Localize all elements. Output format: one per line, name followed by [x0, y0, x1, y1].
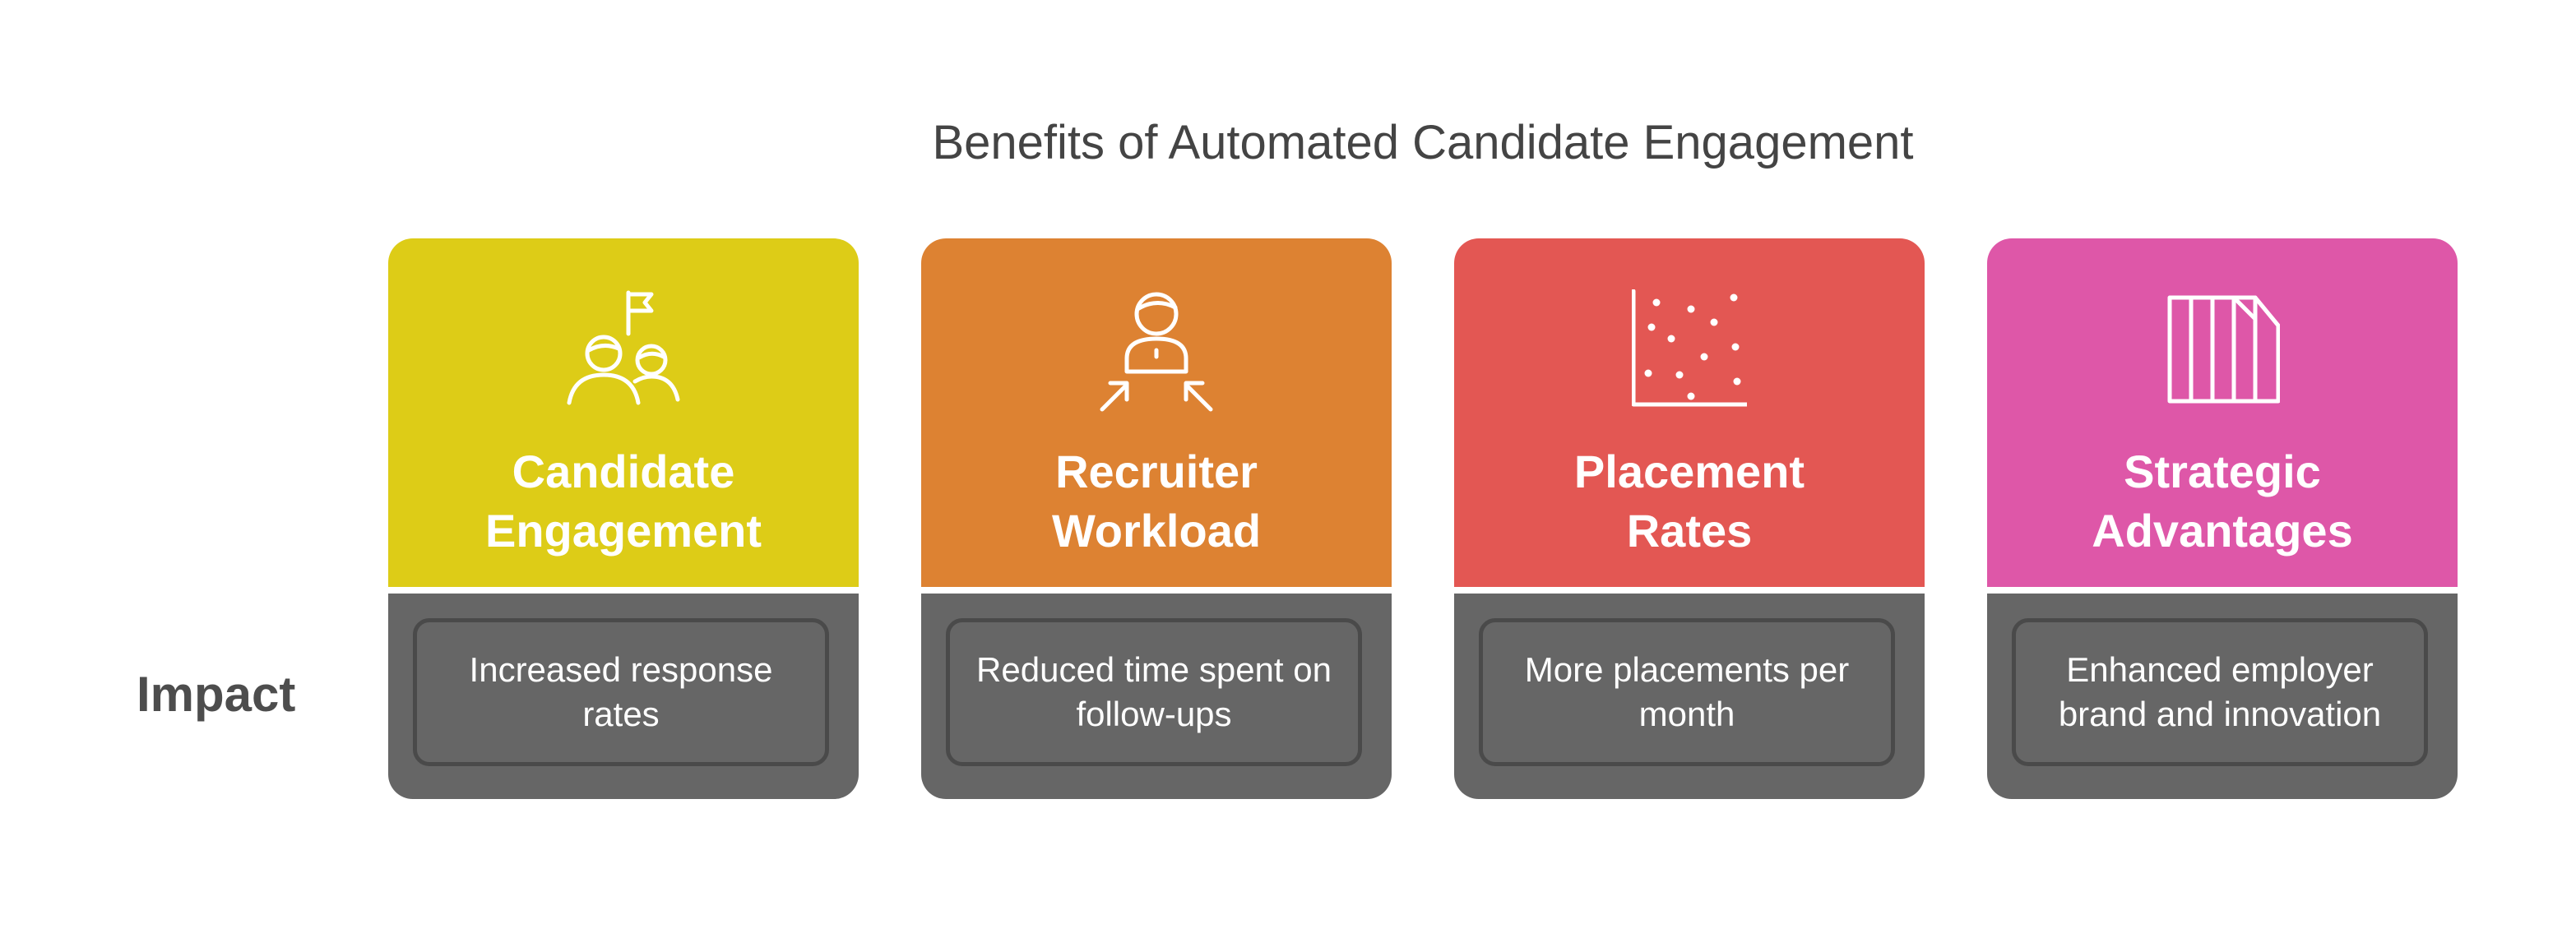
bars-columns-icon [2165, 289, 2280, 413]
card-strategic-advantages: Strategic Advantages Enhanced employer b… [1987, 238, 2458, 799]
divider [1987, 587, 2458, 594]
card-header: Candidate Engagement [388, 238, 859, 587]
card-heading: Placement Rates [1573, 446, 1805, 557]
card-header: Strategic Advantages [1987, 238, 2458, 587]
person-with-arrows-icon [1099, 289, 1214, 413]
impact-box: More placements per month [1479, 618, 1895, 766]
row-label-impact: Impact [137, 667, 296, 722]
impact-box: Increased response rates [413, 618, 829, 766]
impact-box: Enhanced employer brand and innovation [2012, 618, 2428, 766]
impact-text: Reduced time spent on follow-ups [976, 650, 1332, 733]
card-placement-rates: Placement Rates More placements per mont… [1454, 238, 1925, 799]
divider [921, 587, 1392, 594]
impact-text: Enhanced employer brand and innovation [2058, 650, 2382, 733]
card-impact-panel: Increased response rates [388, 594, 859, 799]
card-impact-panel: Enhanced employer brand and innovation [1987, 594, 2458, 799]
card-recruiter-workload: Recruiter Workload Reduced time spent on… [921, 238, 1392, 799]
divider [1454, 587, 1925, 594]
scatter-plot-icon [1632, 289, 1747, 413]
card-impact-panel: Reduced time spent on follow-ups [921, 594, 1392, 799]
impact-box: Reduced time spent on follow-ups [946, 618, 1362, 766]
card-candidate-engagement: Candidate Engagement Increased response … [388, 238, 859, 799]
divider [388, 587, 859, 594]
card-impact-panel: More placements per month [1454, 594, 1925, 799]
card-header: Recruiter Workload [921, 238, 1392, 587]
card-header: Placement Rates [1454, 238, 1925, 587]
card-heading: Recruiter Workload [1051, 446, 1262, 557]
impact-text: Increased response rates [469, 650, 773, 733]
card-heading: Strategic Advantages [2092, 446, 2353, 557]
impact-text: More placements per month [1524, 650, 1850, 733]
card-heading: Candidate Engagement [484, 446, 762, 557]
people-with-flag-icon [566, 289, 681, 413]
diagram-title: Benefits of Automated Candidate Engageme… [932, 116, 1914, 169]
